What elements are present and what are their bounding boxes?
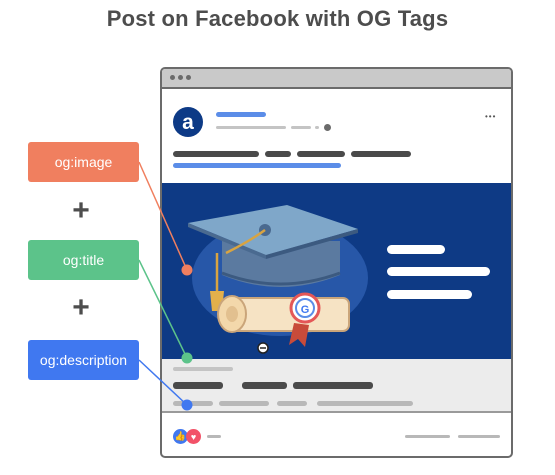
banner-text-placeholder	[387, 267, 490, 276]
post-text-placeholder	[351, 151, 411, 157]
og-image-connector	[138, 161, 188, 271]
browser-dots-icon	[178, 75, 183, 80]
post-text-placeholder	[173, 151, 259, 157]
avatar: a	[173, 107, 203, 137]
page-title: Post on Facebook with OG Tags	[106, 6, 449, 31]
og-title-connector	[138, 259, 188, 359]
link-title-placeholder	[173, 382, 223, 389]
diploma-scroll-icon: G	[217, 292, 350, 347]
og-image-banner: G	[162, 183, 511, 359]
post-link-placeholder	[173, 163, 341, 168]
globe-icon	[324, 124, 331, 131]
og-image-tag: og:image	[28, 142, 139, 182]
link-description-placeholder	[317, 401, 413, 406]
link-title-placeholder	[293, 382, 373, 389]
link-description-placeholder	[219, 401, 269, 406]
og-description-connector	[138, 359, 188, 406]
shares-count-placeholder	[458, 435, 500, 438]
facebook-post-window: a •••	[160, 67, 513, 458]
heart-icon[interactable]: ♥	[186, 429, 201, 444]
og-description-tag: og:description	[28, 340, 139, 380]
og-title-dot	[181, 352, 193, 364]
plus-sign: +	[72, 291, 90, 324]
seal-letter: G	[301, 304, 310, 316]
link-title-placeholder	[242, 382, 287, 389]
post-meta-placeholder	[291, 126, 311, 129]
like-icon[interactable]: 👍	[173, 429, 188, 444]
og-title-tag: og:title	[28, 240, 139, 280]
banner-text-placeholder	[387, 245, 445, 254]
browser-dots-icon	[186, 75, 191, 80]
divider	[162, 411, 511, 413]
post-meta-placeholder	[315, 126, 319, 129]
post-meta-placeholder	[216, 126, 286, 129]
og-image-dot	[181, 264, 193, 276]
more-options-icon[interactable]: •••	[485, 112, 497, 121]
browser-chrome	[162, 69, 511, 89]
author-name-placeholder	[216, 112, 266, 117]
link-description-placeholder	[173, 401, 213, 406]
post-text-placeholder	[265, 151, 291, 157]
banner-text-placeholder	[387, 290, 472, 299]
zoom-out-icon	[257, 342, 269, 354]
link-domain-placeholder	[173, 367, 233, 371]
reaction-count-placeholder	[207, 435, 221, 438]
plus-sign: +	[72, 194, 90, 227]
post-text-placeholder	[297, 151, 345, 157]
comments-count-placeholder	[405, 435, 450, 438]
og-description-dot	[181, 399, 193, 411]
browser-dots-icon	[170, 75, 175, 80]
link-description-placeholder	[277, 401, 307, 406]
